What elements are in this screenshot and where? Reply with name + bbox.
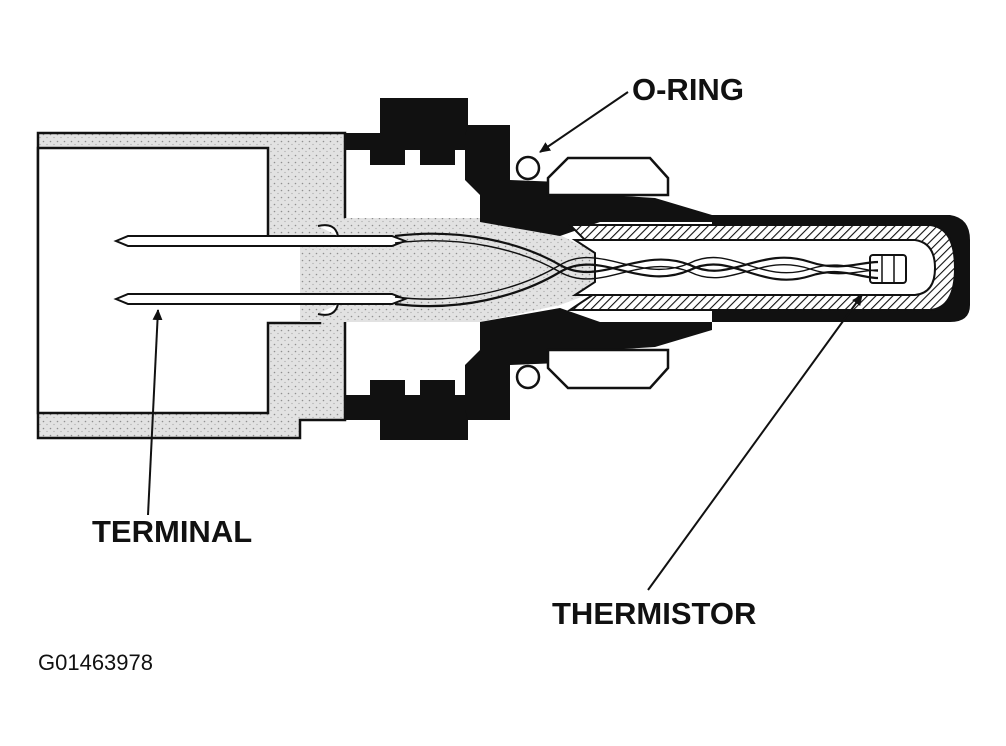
connector-socket: [36, 146, 322, 415]
figure-id: G01463978: [38, 650, 153, 675]
o-ring-bottom: [515, 364, 541, 390]
thermistor-leader-arrow: [647, 294, 863, 591]
o-ring-label: O-RING: [632, 72, 744, 107]
o-ring-leader-arrow: [539, 91, 629, 153]
housing-upper-flange: [465, 125, 712, 236]
thermistor-label: THERMISTOR: [552, 596, 756, 631]
terminal-pin-top: [113, 235, 408, 247]
terminal-pin-bottom: [113, 293, 408, 305]
terminal-leader-arrow: [147, 309, 163, 516]
o-ring-top: [515, 155, 541, 181]
housing-lower: [345, 380, 510, 440]
terminal-label: TERMINAL: [92, 514, 252, 549]
hex-nut-upper: [546, 156, 670, 197]
lead-wire-b: [394, 263, 879, 308]
thermistor-element: [869, 254, 907, 284]
housing-upper: [345, 98, 510, 165]
housing-lower-flange: [465, 308, 712, 420]
hex-nut-lower: [546, 348, 670, 390]
lead-wire-a: [394, 232, 879, 274]
lead-wire-b-inner: [394, 256, 879, 300]
